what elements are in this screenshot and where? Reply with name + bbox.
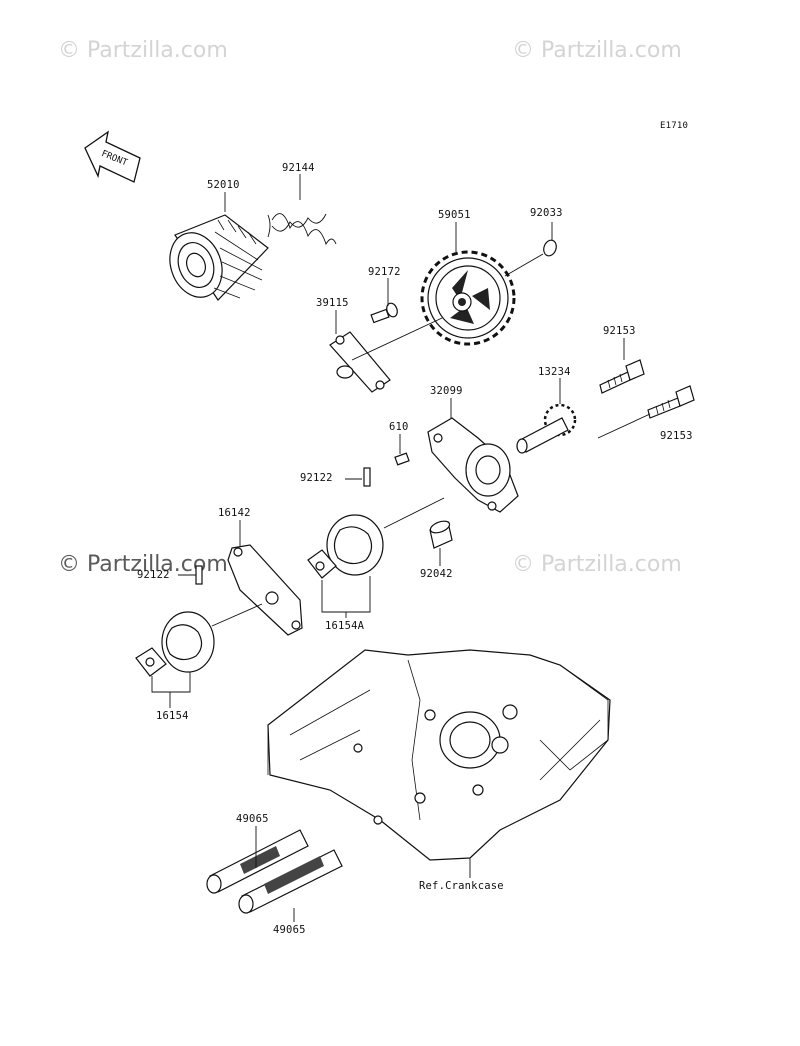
watermark-top-right: © Partzilla.com (512, 38, 682, 63)
label-oil-filter: 52010 (207, 179, 240, 191)
strainer-lower (238, 849, 343, 914)
watermark-top-left: © Partzilla.com (58, 38, 228, 63)
pin-lower (195, 565, 203, 585)
strainer-upper (206, 829, 309, 894)
label-crankcase: Ref.Crankcase (419, 880, 504, 892)
label-rotor-set-a: 16154A (325, 620, 365, 632)
pin-upper (363, 467, 371, 487)
crankcase (267, 649, 611, 878)
front-arrow-icon: FRONT (84, 130, 141, 183)
diagram-code: E1710 (660, 121, 689, 131)
label-strainer-upper: 49065 (236, 813, 269, 825)
bolt-upper (599, 359, 645, 394)
label-circlip: 92033 (530, 207, 563, 219)
label-pin-lower: 92122 (137, 569, 170, 581)
bolt-lower (597, 385, 695, 439)
label-bolt-upper: 92153 (603, 325, 636, 337)
rotor-inner-lower (135, 647, 167, 677)
label-screw: 92172 (368, 266, 401, 278)
label-gear: 59051 (438, 209, 471, 221)
label-collar: 92042 (420, 568, 453, 580)
label-pump-shaft: 13234 (538, 366, 571, 378)
circlip (543, 239, 557, 257)
screw (370, 302, 398, 324)
oil-filter (169, 214, 269, 301)
label-dowel-pin: 610 (389, 421, 409, 433)
dowel-pin (394, 452, 410, 466)
rotor-outer-lower (161, 603, 263, 673)
pump-cover (427, 417, 519, 513)
pump-shaft (516, 403, 577, 454)
spring (267, 213, 337, 246)
label-strainer-lower: 49065 (273, 924, 306, 936)
rotor-plate (227, 544, 303, 636)
rotor-inner-upper (307, 549, 337, 579)
label-rotor-plate: 16142 (218, 507, 251, 519)
label-plate: 39115 (316, 297, 349, 309)
label-pin-upper: 92122 (300, 472, 333, 484)
label-rotor-set: 16154 (156, 710, 189, 722)
label-pump-cover: 32099 (430, 385, 463, 397)
sprocket-gear (420, 250, 516, 346)
label-bolt-lower: 92153 (660, 430, 693, 442)
rotor-outer-upper (326, 497, 445, 576)
collar (429, 520, 453, 549)
label-spring: 92144 (282, 162, 315, 174)
watermark-mid-right: © Partzilla.com (512, 552, 682, 577)
plate (329, 317, 443, 393)
